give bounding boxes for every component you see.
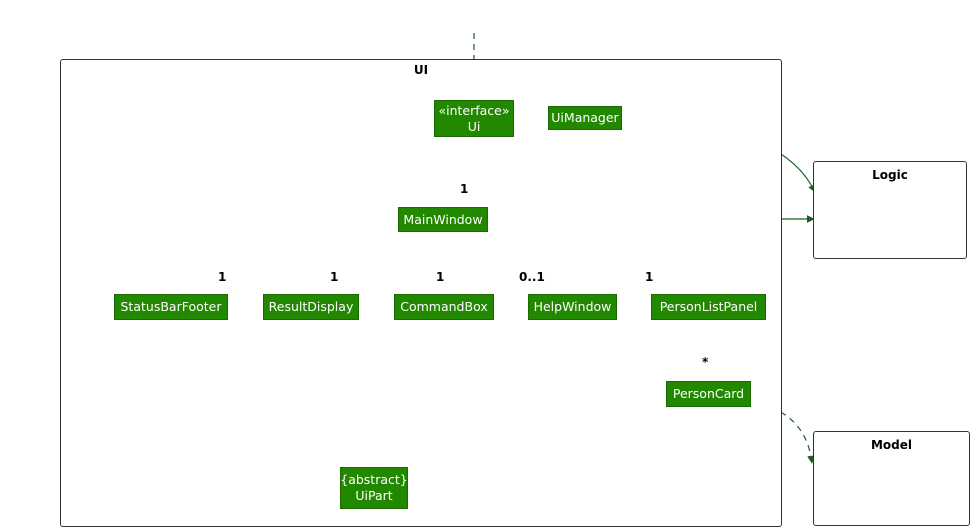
class-personcard-name: PersonCard — [672, 386, 745, 401]
package-ui: UI — [60, 59, 782, 527]
multiplicity-commandbox: 1 — [436, 270, 445, 284]
multiplicity-personcard: * — [702, 355, 709, 369]
class-commandbox-name: CommandBox — [400, 299, 488, 314]
class-helpwindow[interactable]: HelpWindow — [528, 294, 617, 320]
class-ui-name: Ui — [467, 118, 481, 134]
class-helpwindow-name: HelpWindow — [533, 299, 612, 314]
class-personcard[interactable]: PersonCard — [666, 381, 751, 407]
class-personlistpanel[interactable]: PersonListPanel — [651, 294, 766, 320]
package-ui-title: UI — [413, 63, 429, 77]
multiplicity-helpwindow: 0..1 — [519, 270, 545, 284]
multiplicity-statusbarfooter: 1 — [218, 270, 227, 284]
class-mainwindow-name: MainWindow — [403, 211, 483, 227]
class-statusbarfooter-name: StatusBarFooter — [120, 299, 222, 314]
class-ui-stereotype: «interface» — [438, 102, 510, 118]
class-personlistpanel-name: PersonListPanel — [659, 299, 758, 314]
class-uimanager[interactable]: UiManager — [548, 106, 622, 130]
package-model-title: Model — [870, 438, 913, 452]
multiplicity-resultdisplay: 1 — [330, 270, 339, 284]
package-logic-title: Logic — [872, 168, 908, 182]
package-logic: Logic — [813, 161, 967, 259]
class-uipart-name: UiPart — [355, 488, 393, 503]
class-uimanager-name: UiManager — [551, 110, 619, 125]
class-commandbox[interactable]: CommandBox — [394, 294, 494, 320]
class-ui-interface[interactable]: «interface» Ui — [434, 100, 514, 137]
package-model: Model — [813, 431, 970, 526]
class-resultdisplay[interactable]: ResultDisplay — [263, 294, 359, 320]
class-uipart-stereotype: {abstract} — [340, 472, 408, 487]
class-uipart[interactable]: {abstract} UiPart — [340, 467, 408, 509]
multiplicity-mainwindow: 1 — [460, 182, 469, 196]
class-mainwindow[interactable]: MainWindow — [398, 207, 488, 232]
class-resultdisplay-name: ResultDisplay — [268, 299, 354, 314]
class-statusbarfooter[interactable]: StatusBarFooter — [114, 294, 228, 320]
multiplicity-personlistpanel: 1 — [645, 270, 654, 284]
